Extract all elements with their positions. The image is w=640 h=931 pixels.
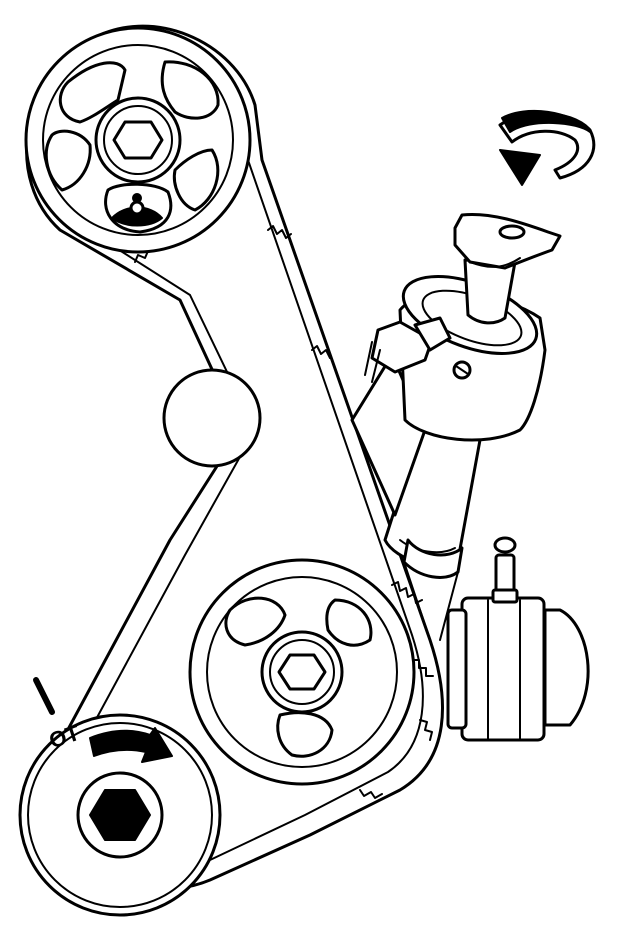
intermediate-sprocket bbox=[188, 558, 416, 786]
hex-bolt-icon bbox=[277, 653, 327, 691]
distributor-rotation-arrow-icon bbox=[498, 109, 596, 186]
hex-bolt-icon bbox=[112, 120, 164, 160]
crankshaft-pulley bbox=[18, 713, 222, 917]
vacuum-unit bbox=[446, 536, 590, 742]
camshaft-sprocket bbox=[24, 26, 252, 254]
distributor bbox=[350, 212, 562, 641]
idler-pulley bbox=[162, 368, 262, 468]
rotation-arrow-icon bbox=[89, 727, 173, 763]
tdc-pointer-icon bbox=[33, 677, 55, 715]
hex-bolt-icon bbox=[89, 789, 151, 841]
